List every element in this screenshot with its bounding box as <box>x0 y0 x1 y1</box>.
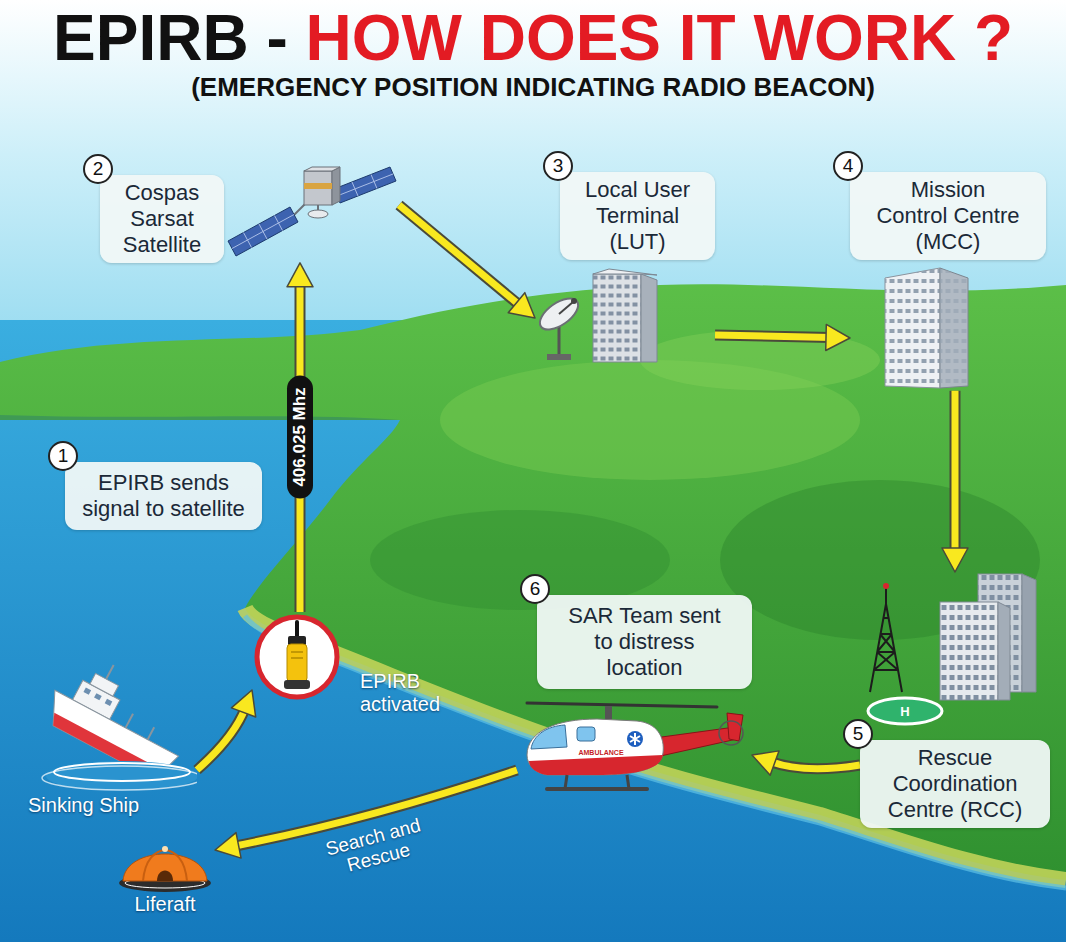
step-box: Local User Terminal (LUT) <box>560 172 715 260</box>
connector-outline <box>197 708 245 770</box>
satellite-illustration <box>224 165 399 260</box>
connector-arrow <box>197 690 256 770</box>
liferaft-illustration <box>115 835 215 893</box>
epirb-node: EPIRB activated <box>252 612 460 716</box>
connector-arrow <box>715 324 850 350</box>
callout-number: 5 <box>843 719 873 749</box>
connector-outline <box>715 335 831 338</box>
lut-building <box>593 269 657 362</box>
arrowhead <box>942 548 968 572</box>
connector-outline <box>770 761 860 768</box>
callout-number: 2 <box>83 154 113 184</box>
connector-line <box>952 391 959 553</box>
callout-number: 1 <box>48 441 78 471</box>
helicopter <box>527 703 743 789</box>
ship-node: Sinking Ship <box>22 662 197 817</box>
subtitle: (EMERGENCY POSITION INDICATING RADIO BEA… <box>0 72 1066 102</box>
callout-number: 3 <box>543 151 573 181</box>
helipad-letter: H <box>900 705 909 718</box>
mcc-holder <box>880 266 980 391</box>
step-box: EPIRB sends signal to satellite <box>65 462 262 530</box>
satellite-dish <box>535 292 583 360</box>
callout-number: 6 <box>520 574 550 604</box>
connector-label: Search and Rescue <box>317 813 434 882</box>
connector-outline <box>950 391 961 553</box>
sinking-ship-illustration <box>22 662 197 792</box>
illustration-label: Sinking Ship <box>28 794 139 817</box>
arrowhead <box>231 690 255 717</box>
frequency-label: 406.025 Mhz <box>287 376 313 499</box>
rcc-building-illustration <box>860 572 1050 730</box>
liferaft <box>119 846 211 892</box>
connector-line <box>715 335 831 338</box>
illustration-label: Liferaft <box>134 893 195 916</box>
rcc-holder: H <box>860 572 1050 730</box>
helicopter-illustration <box>517 693 752 793</box>
arrowhead <box>826 324 850 350</box>
ground-station-illustration <box>535 264 665 364</box>
liferaft-node: Liferaft <box>115 835 215 916</box>
step-box: Rescue Coordination Centre (RCC) <box>860 740 1050 828</box>
arrowhead <box>287 263 313 287</box>
step-box: Cospas Sarsat Satellite <box>100 175 224 263</box>
rcc-buildings <box>940 574 1036 700</box>
satellite <box>228 167 396 256</box>
connector-line <box>770 761 860 768</box>
mcc-building-illustration <box>880 266 980 391</box>
ship-holder <box>22 662 197 792</box>
step-node: EPIRB sends signal to satellite <box>65 462 262 530</box>
mcc-node: Mission Control Centre (MCC) <box>850 172 1046 391</box>
lut-node: Local User Terminal (LUT) <box>535 172 715 364</box>
water-splash <box>42 761 197 791</box>
raft-holder <box>115 835 215 893</box>
rcc-node: H Rescue Coordination Centre (RCC) <box>860 572 1050 828</box>
arrowhead <box>215 833 241 859</box>
connector-arrow <box>942 391 968 572</box>
connector-arrow <box>399 205 535 318</box>
lut-holder <box>535 264 665 364</box>
connector-line <box>197 708 245 770</box>
illustration-label: EPIRB activated <box>360 670 460 716</box>
connector-line <box>399 205 520 306</box>
epirb-holder <box>252 612 342 702</box>
radio-tower <box>870 588 902 692</box>
epirb-beacon <box>257 617 337 697</box>
helipad <box>868 698 942 724</box>
title: EPIRB - HOW DOES IT WORK ? <box>53 6 1013 70</box>
satellite-node: Cospas Sarsat Satellite <box>100 165 399 263</box>
heli-holder: AMBULANCE <box>517 693 752 793</box>
mcc-building <box>885 268 968 388</box>
connector-arrow <box>752 751 860 775</box>
arrowhead <box>508 293 535 318</box>
sat-holder <box>224 165 399 260</box>
epirb-illustration <box>252 612 342 702</box>
step-box: Mission Control Centre (MCC) <box>850 172 1046 260</box>
connector-outline <box>399 205 520 306</box>
connector-arrow <box>287 263 313 612</box>
vehicle-marking: AMBULANCE <box>578 748 623 755</box>
arrowhead <box>752 751 779 775</box>
title-bar: EPIRB - HOW DOES IT WORK ? <box>0 6 1066 70</box>
step-box: SAR Team sent to distress location <box>537 595 752 689</box>
callout-number: 4 <box>833 151 863 181</box>
sar-node: SAR Team sent to distress location AMBUL… <box>517 595 752 793</box>
